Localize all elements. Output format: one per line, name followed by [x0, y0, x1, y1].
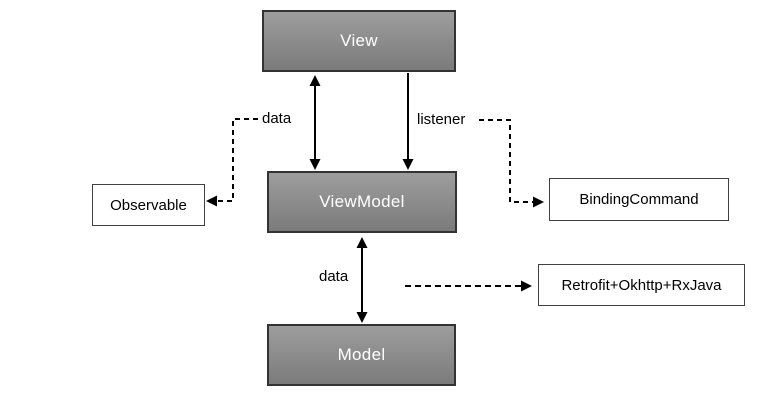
dashed-arrow-bindingcommand — [479, 119, 544, 208]
edge-label-listener: listener — [417, 111, 466, 128]
dashed-arrow-observable — [206, 118, 258, 207]
arrow-view-viewmodel-listener — [402, 73, 414, 170]
edge-label-data-left: data — [262, 110, 292, 127]
model-node-label: Model — [337, 345, 386, 364]
viewmodel-node: ViewModel — [267, 171, 457, 233]
observable-node: Observable — [92, 184, 205, 226]
bindingcommand-node-label: BindingCommand — [579, 191, 699, 208]
bindingcommand-node: BindingCommand — [549, 178, 729, 221]
viewmodel-node-label: ViewModel — [319, 192, 405, 211]
retrofit-node: Retrofit+Okhttp+RxJava — [538, 264, 745, 306]
observable-node-label: Observable — [110, 196, 187, 214]
arrow-viewmodel-model-data — [356, 237, 368, 323]
dashed-arrow-retrofit — [405, 280, 532, 292]
view-node-label: View — [340, 31, 378, 50]
retrofit-node-label: Retrofit+Okhttp+RxJava — [561, 276, 722, 294]
model-node: Model — [267, 324, 456, 386]
edge-label-data-bottom: data — [319, 268, 349, 285]
view-node: View — [262, 10, 456, 72]
arrow-view-viewmodel-data — [309, 75, 321, 170]
